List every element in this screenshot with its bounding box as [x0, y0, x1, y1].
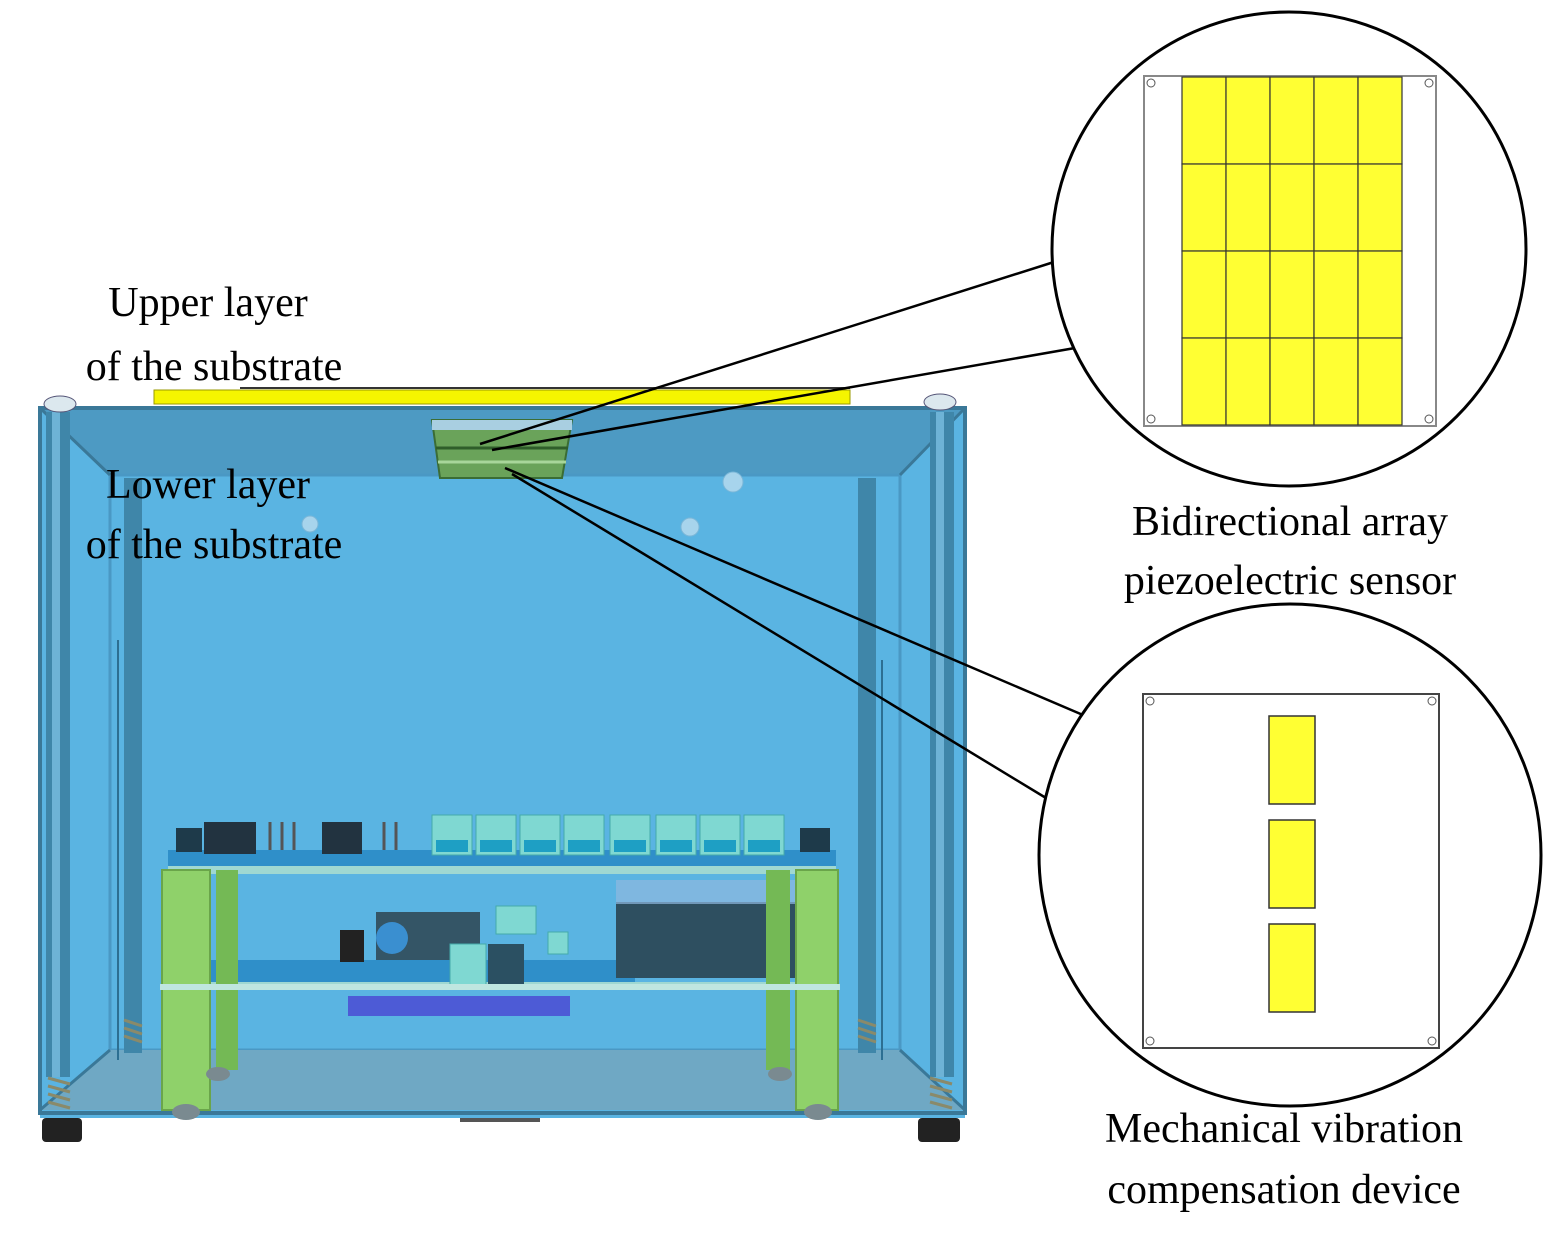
mount-hole: [680, 517, 700, 537]
sensor-cell: [1357, 163, 1403, 252]
relay-row: [431, 814, 785, 856]
screw-hole: [1427, 1036, 1437, 1046]
sensor-cell: [1269, 163, 1315, 252]
capacitor: [340, 930, 364, 962]
lower-layer-label-line1: Lower layer: [106, 462, 310, 508]
sensor-cell: [1357, 250, 1403, 339]
sensor-cell: [1225, 250, 1271, 339]
screw-hole: [1145, 696, 1155, 706]
sensor-zoom-view: [1050, 10, 1528, 488]
connector: [488, 944, 524, 984]
sensor-array-grid: [1181, 76, 1403, 426]
screw-hole: [1145, 1036, 1155, 1046]
sensor-cell: [1225, 163, 1271, 252]
bottom-board: [348, 996, 570, 1016]
compensation-label-line2: compensation device: [1107, 1167, 1460, 1213]
spring-front-right: [929, 1076, 953, 1110]
sensor-cell: [1313, 337, 1359, 426]
lower-pcb: [205, 960, 635, 984]
compensation-pad: [1268, 715, 1316, 805]
spring-back-left: [123, 1018, 143, 1044]
mount-hole: [301, 515, 319, 533]
standoff: [216, 870, 238, 1070]
compensation-pad: [1268, 923, 1316, 1013]
screw-hole: [1427, 696, 1437, 706]
foot-right: [918, 1118, 960, 1142]
callout-line-sensor-bottom: [491, 346, 1076, 452]
sensor-cell: [1181, 163, 1227, 252]
screw-hole: [1424, 414, 1434, 424]
sensor-cell: [1181, 76, 1227, 165]
sensor-cell: [1181, 250, 1227, 339]
compensation-zoom-view: [1037, 602, 1543, 1108]
enclosure-outline: [38, 406, 967, 1115]
capacitor: [322, 822, 362, 854]
compensation-pad: [1268, 819, 1316, 909]
sensor-cell: [1313, 163, 1359, 252]
mount-hole: [722, 471, 744, 493]
spring-front-left: [47, 1076, 71, 1110]
capacitor-round: [376, 922, 408, 954]
sensor-cell: [1357, 337, 1403, 426]
lower-layer-label-line2: of the substrate: [86, 522, 343, 568]
sensor-label-line1: Bidirectional array: [1132, 499, 1448, 545]
sensor-cell: [1225, 337, 1271, 426]
standoff: [766, 870, 790, 1070]
labels: Upper layer of the substrate Lower layer…: [86, 280, 1463, 1213]
sensor-label-line2: piezoelectric sensor: [1124, 558, 1456, 604]
sensor-cell: [1313, 250, 1359, 339]
callout-line-device-top: [504, 466, 1091, 720]
callout-line-device-bottom: [511, 472, 1047, 800]
sensor-cell: [1181, 337, 1227, 426]
capacitor: [204, 822, 256, 854]
electronics-assembly: [160, 814, 840, 1120]
screw-hole: [1424, 78, 1434, 88]
back-right-post: [858, 478, 876, 1053]
callout-line-sensor-top: [479, 260, 1055, 446]
connector: [449, 943, 487, 987]
enclosure-floor: [40, 1050, 965, 1110]
upper-layer-label-line1: Upper layer: [108, 280, 307, 326]
sensor-cell: [1269, 250, 1315, 339]
sensor-cell: [1313, 76, 1359, 165]
sensor-cell: [1269, 76, 1315, 165]
upper-substrate-layer: [153, 389, 851, 405]
callout-lines: [479, 260, 1091, 800]
compensation-label-line1: Mechanical vibration: [1105, 1106, 1463, 1152]
connector: [800, 828, 830, 852]
spring-back-right: [857, 1018, 877, 1044]
sensor-cell: [1357, 76, 1403, 165]
screw-hole: [1146, 78, 1156, 88]
sensor-cell: [1269, 337, 1315, 426]
upper-layer-label-line2: of the substrate: [86, 344, 343, 390]
back-left-post: [124, 478, 142, 1053]
screw-hole: [1146, 414, 1156, 424]
sensor-cell: [1225, 76, 1271, 165]
capacitor: [176, 828, 202, 852]
foot-left: [42, 1118, 82, 1142]
compensation-pads: [1268, 715, 1316, 1013]
